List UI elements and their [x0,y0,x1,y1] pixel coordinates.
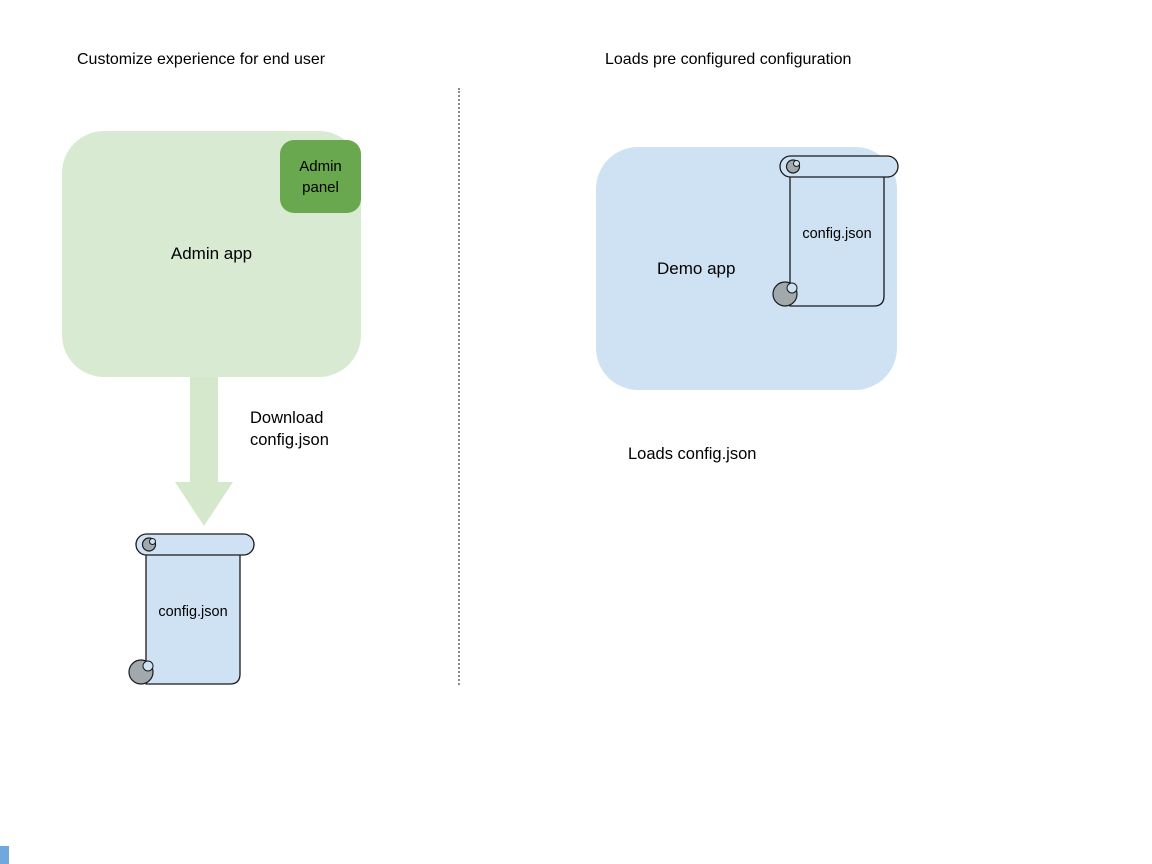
config-json-scroll-right: config.json [772,150,902,310]
download-config-caption: Download config.json [250,409,329,449]
admin-app-label: Admin app [170,244,253,263]
section-divider-dotted-line [458,88,460,685]
scroll-icon [128,533,255,685]
demo-app-label: Demo app [657,259,736,278]
artifact-blue-square [0,846,9,864]
admin-panel-badge: Admin panel [280,140,361,213]
config-json-scroll-left: config.json [128,528,258,688]
left-section-title: Customize experience for end user [77,51,326,68]
scroll-icon [772,155,899,307]
admin-panel-label: Admin panel [299,157,342,196]
download-arrow-icon [175,377,233,526]
right-section-title: Loads pre configured configuration [605,51,852,68]
loads-config-caption: Loads config.json [628,445,757,463]
config-json-label: config.json [802,226,872,242]
config-json-label: config.json [158,604,228,620]
